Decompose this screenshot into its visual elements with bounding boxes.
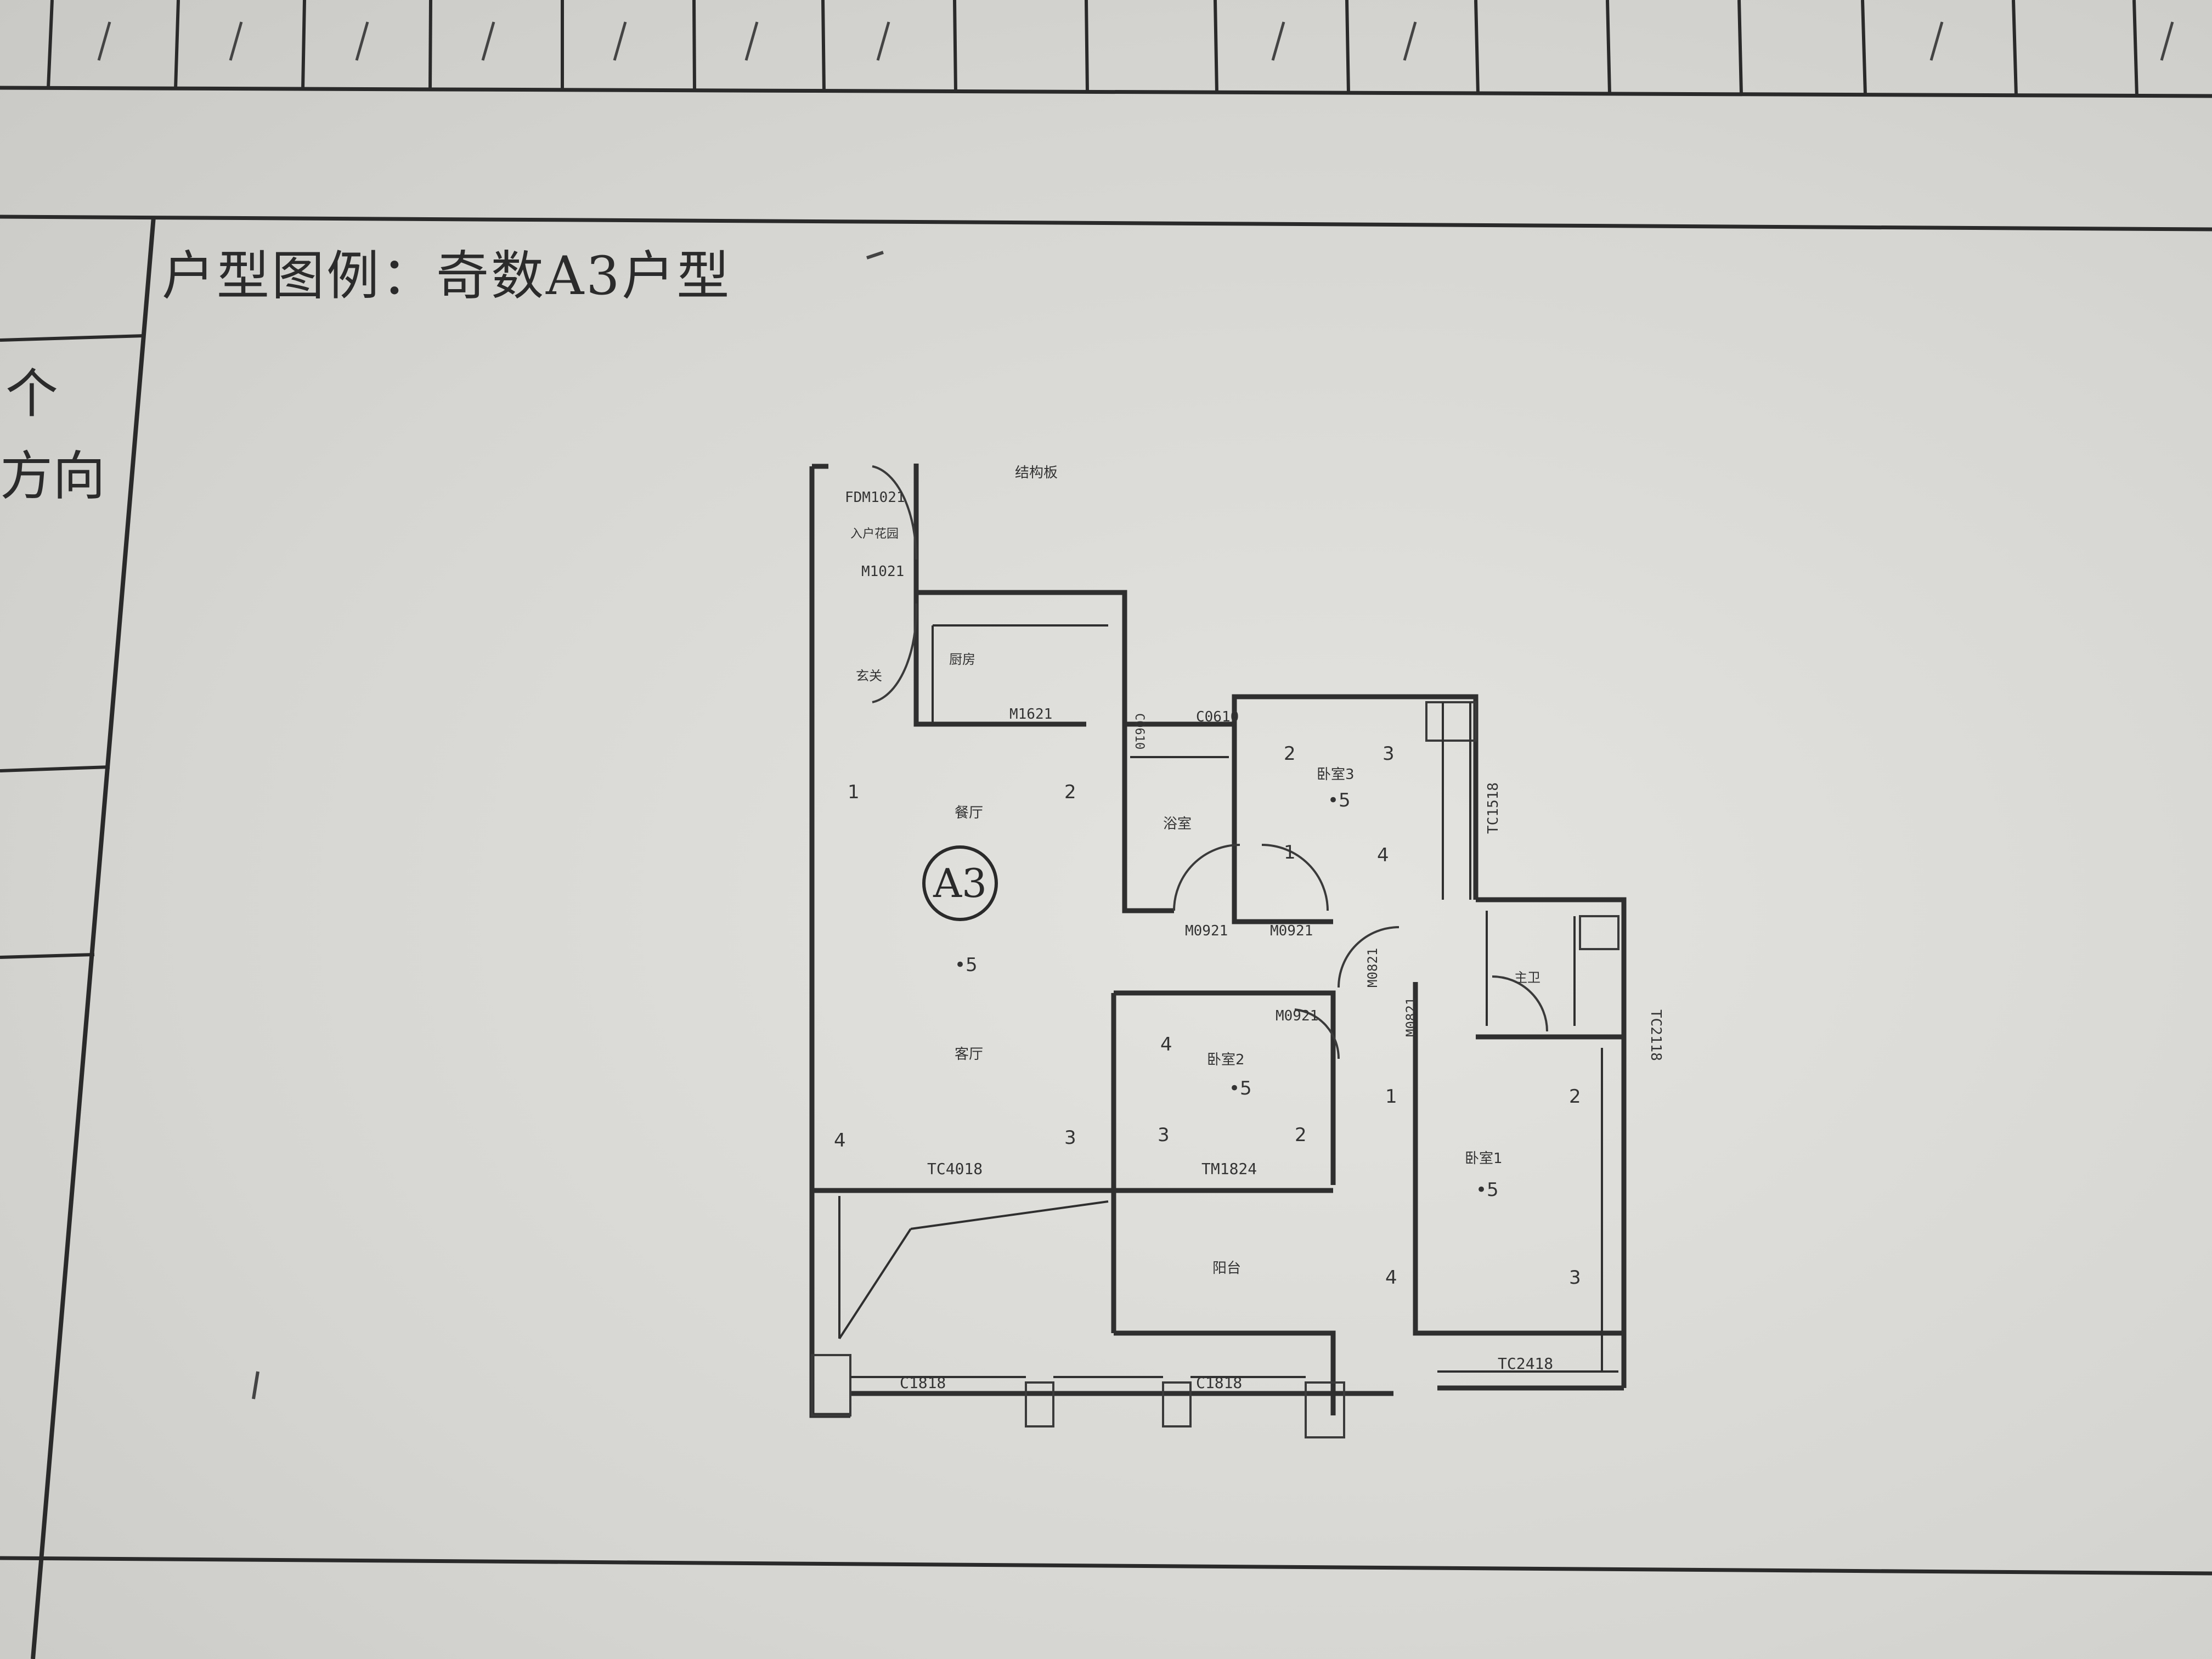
tag-m0921c: M0921 (1276, 1008, 1318, 1024)
tag-tc1518: TC1518 (1485, 782, 1502, 834)
num-b3-4: 4 (1377, 844, 1389, 866)
num-living-3: 3 (1064, 1127, 1076, 1149)
num-b1-5: •5 (1476, 1179, 1499, 1201)
door-swing-entry (872, 465, 918, 560)
num-b2-3: 3 (1158, 1124, 1170, 1146)
door-swing-bed3 (1261, 844, 1329, 911)
num-b3-3: 3 (1383, 743, 1395, 765)
label-bedroom1: 卧室1 (1465, 1150, 1503, 1167)
num-b3-5: •5 (1328, 789, 1351, 811)
label-bedroom3: 卧室3 (1317, 766, 1355, 783)
tag-c1818a: C1818 (900, 1374, 946, 1392)
tag-m0921a: M0921 (1185, 923, 1228, 939)
window-lines (838, 624, 1618, 1378)
floor-plan: 结构板 入户花园 玄关 厨房 餐厅 客厅 浴室 卧室3 主卫 卧室2 卧室1 阳… (809, 464, 1664, 1438)
label-living: 客厅 (955, 1046, 983, 1063)
num-b1-1: 1 (1385, 1086, 1397, 1108)
num-living-5: •5 (955, 954, 978, 976)
tag-c0610: C0610 (1196, 709, 1239, 725)
num-b3-1: 1 (1284, 842, 1296, 864)
tag-fdm1021: FDM1021 (845, 489, 905, 506)
column-6 (1579, 915, 1620, 950)
unit-badge: A3 (922, 845, 998, 921)
tag-m1621: M1621 (1009, 706, 1052, 723)
tag-side-small: C0610 (1132, 713, 1146, 749)
label-master-bath: 主卫 (1514, 970, 1541, 985)
tag-c1818b: C1818 (1196, 1374, 1242, 1392)
door-swing-entry-inner (872, 603, 918, 703)
column-3 (1025, 1381, 1054, 1427)
column-1 (811, 1354, 851, 1417)
label-bath: 浴室 (1163, 816, 1192, 832)
tag-tc2118: TC2118 (1647, 1009, 1664, 1061)
door-swing-bed2 (1294, 1008, 1340, 1059)
side-label-line2: 方向 (0, 445, 105, 507)
side-label-line1: 个 (5, 363, 58, 425)
door-swing-mbath (1492, 975, 1548, 1032)
tag-tm1824: TM1824 (1201, 1160, 1257, 1178)
num-b1-3: 3 (1569, 1267, 1581, 1289)
column-4 (1162, 1381, 1192, 1427)
tag-m0821a: M0821 (1365, 948, 1380, 988)
num-b2-4: 4 (1160, 1034, 1172, 1056)
column-5 (1425, 701, 1477, 742)
label-entry-garden: 入户花园 (850, 527, 899, 541)
door-swing-hall (1338, 926, 1400, 988)
num-b3-2: 2 (1284, 743, 1296, 765)
label-kitchen: 厨房 (949, 652, 975, 667)
label-top: 结构板 (1015, 465, 1058, 481)
label-foyer: 玄关 (856, 668, 882, 684)
tag-tc4018: TC4018 (927, 1160, 983, 1178)
tag-tc2418: TC2418 (1498, 1355, 1553, 1373)
num-b1-2: 2 (1569, 1086, 1581, 1108)
num-dining-2: 2 (1064, 781, 1076, 803)
num-b1-4: 4 (1385, 1267, 1397, 1289)
num-b2-5: •5 (1229, 1077, 1252, 1099)
column-2 (1305, 1381, 1345, 1438)
tag-m0921b: M0921 (1270, 923, 1313, 939)
num-living-4: 4 (834, 1130, 846, 1152)
label-dining: 餐厅 (955, 805, 983, 821)
page-title: 户型图例：奇数A3户型 (162, 245, 732, 307)
label-balcony: 阳台 (1212, 1260, 1241, 1277)
label-bedroom2: 卧室2 (1207, 1052, 1245, 1068)
num-b2-2: 2 (1295, 1124, 1307, 1146)
num-dining-1: 1 (848, 781, 860, 803)
door-swing-bath (1173, 844, 1240, 911)
tag-m0821b: M0821 (1403, 997, 1419, 1037)
tag-m1021: M1021 (861, 563, 904, 580)
unit-badge-text: A3 (933, 860, 987, 906)
